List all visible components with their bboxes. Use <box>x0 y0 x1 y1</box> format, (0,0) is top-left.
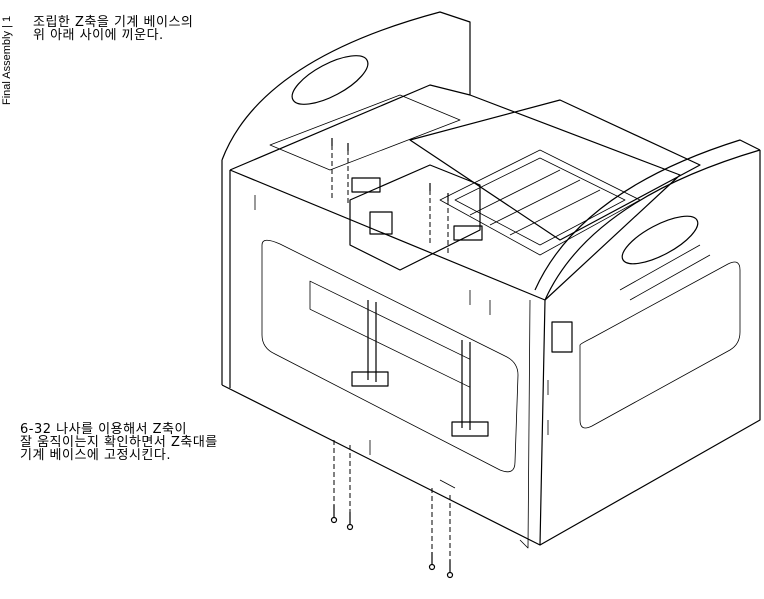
right-panel <box>539 150 761 546</box>
instruction-note-top: 조립한 Z축을 기계 베이스의 위 아래 사이에 끼운다. <box>33 15 194 43</box>
top-opening <box>439 149 641 256</box>
back-opening <box>269 94 461 171</box>
top-deck <box>229 84 701 301</box>
front-panel <box>221 169 546 546</box>
screw-top <box>331 138 449 201</box>
instruction-note-bottom: 6-32 나사를 이용해서 Z축이 잘 움직이는지 확인하면서 Z축대를 기계 … <box>20 422 218 463</box>
screw-path-top <box>331 145 449 255</box>
right-window <box>579 261 741 429</box>
right-side-arc <box>534 139 761 301</box>
left-side-panel <box>221 11 471 388</box>
front-window <box>261 239 519 473</box>
left-handle-slot <box>291 55 369 105</box>
z-rod-left <box>367 300 377 382</box>
screw-path-bottom <box>333 440 451 560</box>
right-handle-slot <box>621 215 699 265</box>
connector-block <box>551 321 573 353</box>
screw-bottom <box>333 505 451 573</box>
